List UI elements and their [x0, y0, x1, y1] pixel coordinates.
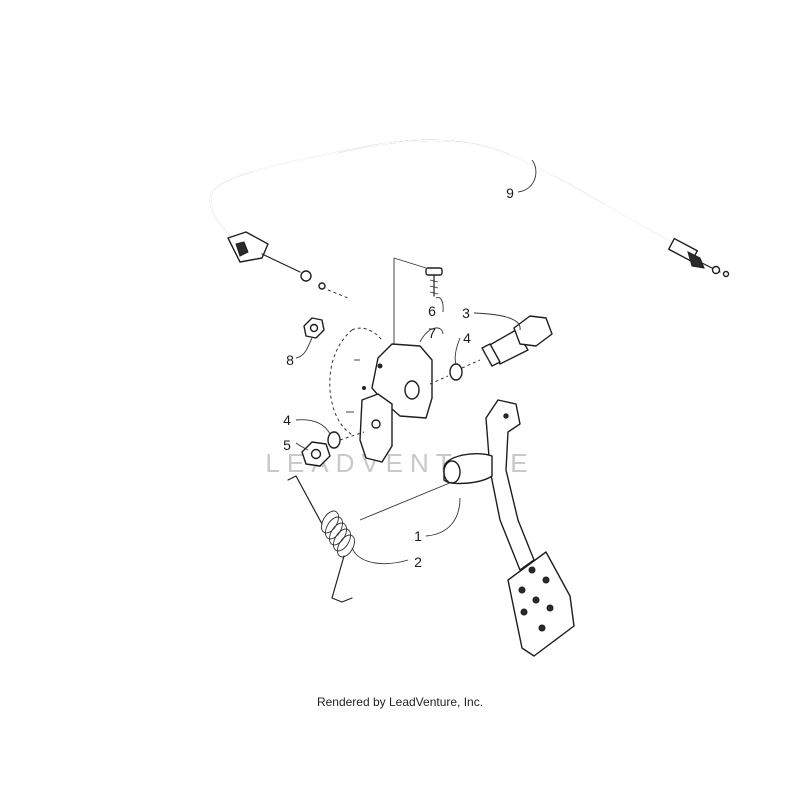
- leader-lines: [295, 159, 537, 565]
- bracket[interactable]: [346, 257, 433, 463]
- hidden-line: [329, 329, 355, 437]
- washer-right[interactable]: [429, 359, 481, 385]
- lock-nut[interactable]: [301, 441, 331, 467]
- hidden-line: [351, 327, 383, 341]
- callout-8: 8: [286, 352, 294, 368]
- credit-text: Rendered by LeadVenture, Inc.: [317, 695, 483, 709]
- callout-9: 9: [506, 185, 514, 201]
- shoulder-bolt[interactable]: [481, 315, 553, 367]
- callout-4-left: 4: [283, 412, 291, 428]
- screw[interactable]: [425, 267, 443, 297]
- callout-4-right: 4: [463, 330, 471, 346]
- pedal-holes: [518, 566, 554, 632]
- throttle-cable[interactable]: [209, 139, 730, 299]
- callout-2: 2: [414, 554, 422, 570]
- callout-5: 5: [283, 437, 291, 453]
- callout-1: 1: [414, 528, 422, 544]
- throttle-pedal[interactable]: [443, 399, 575, 657]
- callout-6: 6: [428, 303, 436, 319]
- callout-7: 7: [428, 325, 436, 341]
- torsion-spring[interactable]: [287, 475, 453, 603]
- nut[interactable]: [303, 317, 325, 339]
- callout-3: 3: [462, 305, 470, 321]
- washer-left[interactable]: [327, 431, 365, 449]
